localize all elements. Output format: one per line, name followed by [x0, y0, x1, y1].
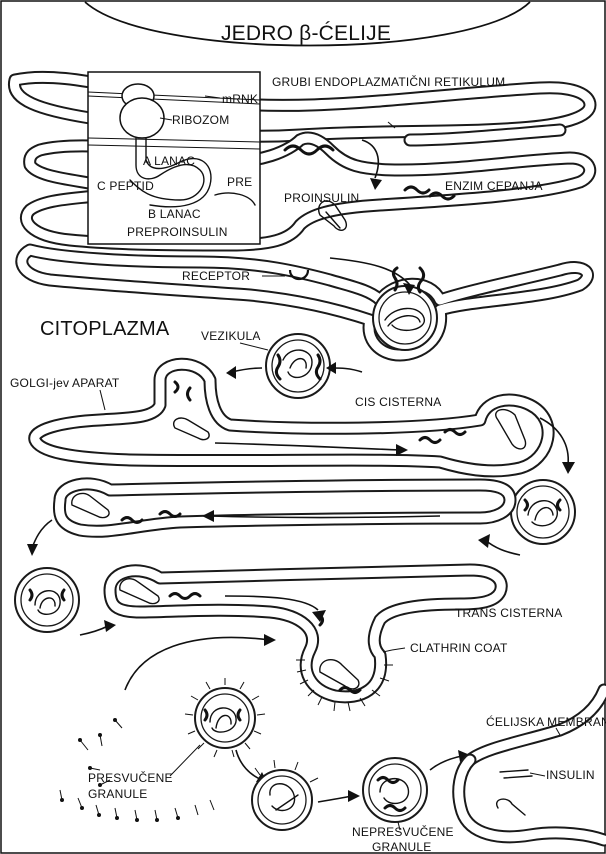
b-chain-label: B LANAC: [148, 207, 201, 221]
cell-membrane-label: ĆELIJSKA MEMBRANA: [486, 714, 606, 729]
insulin-label: INSULIN: [546, 768, 595, 782]
coated-granules-label-1: PRESVUČENE: [88, 770, 173, 785]
golgi-label: GOLGI-jev APARAT: [10, 376, 120, 390]
a-chain-label: A LANAC: [143, 154, 195, 168]
preproinsulin-label: PREPROINSULIN: [127, 225, 228, 239]
ribosome-label: RIBOZOM: [172, 113, 229, 127]
cis-cisterna-label: CIS CISTERNA: [355, 395, 441, 409]
uncoated-granule: [363, 758, 427, 822]
trans-cisterna-label: TRANS CISTERNA: [455, 606, 562, 620]
c-peptide-label: C PEPTID: [97, 179, 154, 193]
nucleus: JEDRO β-ĆELIJE: [85, 2, 530, 46]
rough-er-label: GRUBI ENDOPLAZMATIČNI RETIKULUM: [272, 74, 505, 89]
receptor-label: RECEPTOR: [182, 269, 250, 283]
transport-vesicle: [266, 334, 330, 398]
uncoated-granules-label-2: GRANULE: [372, 840, 431, 854]
cytoplasm-label: CITOPLAZMA: [40, 318, 170, 340]
clathrin-coat-label: CLATHRIN COAT: [410, 641, 508, 655]
clathrin-fragments: [60, 718, 214, 822]
nucleus-title: JEDRO β-ĆELIJE: [221, 22, 391, 45]
golgi-medial-cisterna: [27, 484, 510, 556]
pre-label: PRE: [227, 175, 252, 189]
coated-granules-label-2: GRANULE: [88, 787, 147, 801]
mrna-label: mRNK: [222, 92, 258, 106]
translation-inset: mRNK RIBOZOM A LANAC C PEPTID PRE B LANA…: [88, 72, 260, 244]
golgi-trans-cisterna: [110, 570, 501, 697]
right-vesicle: [511, 480, 575, 544]
uncoated-granules-label-1: NEPRESVUČENE: [352, 824, 454, 839]
uncoating-granule: [252, 760, 318, 830]
left-vesicle: [15, 568, 79, 632]
cleavage-enzyme-label: ENZIM CEPANJA: [445, 179, 543, 193]
cell-membrane: [459, 690, 604, 840]
proinsulin-label: PROINSULIN: [284, 191, 359, 205]
coated-granule: [185, 678, 265, 757]
ribosome-large-subunit: [120, 98, 164, 138]
vesicle-label: VEZIKULA: [201, 329, 261, 343]
